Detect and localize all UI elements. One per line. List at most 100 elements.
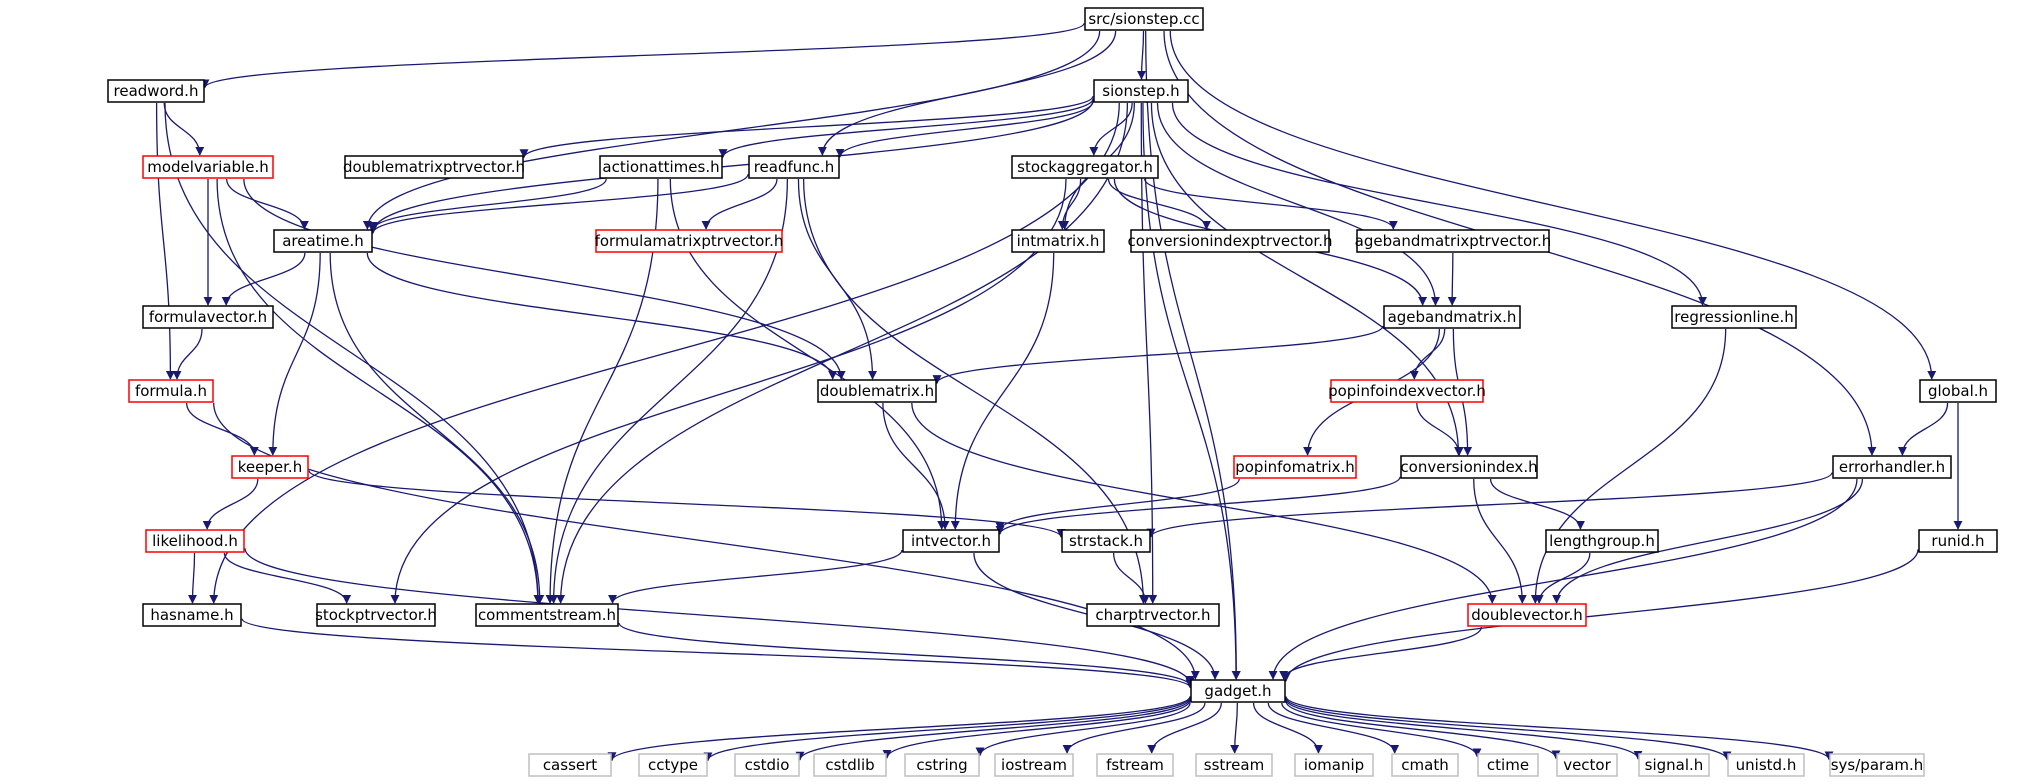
node-hasname[interactable]: hasname.h (142, 603, 242, 627)
edge-commentstream-to-gadget (618, 622, 1195, 687)
node-intmatrix[interactable]: intmatrix.h (1011, 229, 1105, 253)
edge-intmatrix-to-intvector (950, 252, 1055, 530)
edge-gadget-to-cstdio (795, 698, 1191, 761)
node-doublematrix[interactable]: doublematrix.h (817, 379, 937, 403)
node-box-popinfoindexvector (1330, 379, 1484, 403)
node-box-runid (1918, 529, 1998, 553)
node-popinfoindexvector[interactable]: popinfoindexvector.h (1328, 379, 1486, 403)
node-cstring: cstring (904, 753, 980, 777)
node-readfunc[interactable]: readfunc.h (748, 155, 840, 179)
node-commentstream[interactable]: commentstream.h (475, 603, 619, 627)
edge-stockaggregator-to-stockptrvector (390, 178, 1067, 604)
node-box-popinfomatrix (1233, 455, 1357, 479)
edge-readword-to-formula (155, 102, 175, 380)
edge-strstack-to-charptrvector (1112, 552, 1150, 604)
node-label-runid: runid.h (1931, 532, 1984, 550)
edge-root-to-gadget (1145, 30, 1241, 680)
node-label-sysparam: sys/param.h (1831, 756, 1924, 774)
edge-gadget-to-cassert (607, 696, 1191, 762)
node-label-commentstream: commentstream.h (478, 606, 616, 624)
node-label-ctime: ctime (1487, 756, 1529, 774)
node-label-sstream: sstream (1204, 756, 1264, 774)
edge-modelvariable-to-commentstream (216, 178, 543, 604)
node-likelihood[interactable]: likelihood.h (145, 529, 245, 553)
edge-sionstep-to-stockaggregator (1089, 102, 1133, 156)
node-formulavector[interactable]: formulavector.h (142, 305, 274, 329)
node-unistd: unistd.h (1727, 753, 1805, 777)
edge-gadget-to-sstream (1230, 702, 1240, 754)
node-keeper[interactable]: keeper.h (231, 455, 309, 479)
node-charptrvector[interactable]: charptrvector.h (1086, 603, 1220, 627)
node-label-root: src/sionstep.cc (1088, 10, 1199, 28)
node-box-strstack (1061, 529, 1151, 553)
node-agebandmatrix[interactable]: agebandmatrix.h (1383, 305, 1521, 329)
node-label-lengthgroup: lengthgroup.h (1549, 532, 1655, 550)
node-intvector[interactable]: intvector.h (902, 529, 1000, 553)
edge-readfunc-to-commentstream (549, 178, 789, 604)
node-conversionindex[interactable]: conversionindex.h (1400, 455, 1538, 479)
node-runid[interactable]: runid.h (1918, 529, 1998, 553)
node-sysparam: sys/param.h (1829, 753, 1925, 777)
node-box-stockaggregator (1011, 155, 1159, 179)
node-box-sysparam (1829, 753, 1925, 777)
node-readword[interactable]: readword.h (107, 79, 205, 103)
node-root[interactable]: src/sionstep.cc (1084, 7, 1204, 31)
node-label-actionattimes: actionattimes.h (602, 158, 719, 176)
node-label-likelihood: likelihood.h (152, 532, 238, 550)
node-global[interactable]: global.h (1919, 379, 1997, 403)
edge-regressionline-to-doublevector (1530, 328, 1727, 604)
node-vector: vector (1556, 753, 1618, 777)
edge-intvector-to-commentstream (608, 549, 903, 604)
node-label-readfunc: readfunc.h (754, 158, 835, 176)
node-box-iostream (994, 753, 1074, 777)
edge-actionattimes-to-areatime (368, 178, 607, 231)
edge-conversionindex-to-doublevector (1473, 478, 1527, 604)
edge-areatime-to-doublematrix (366, 252, 838, 380)
node-box-sionstep (1093, 79, 1189, 103)
edge-readfunc-to-fmpv (701, 178, 778, 230)
node-box-intvector (902, 529, 1000, 553)
node-cipv[interactable]: conversionindexptrvector.h (1128, 229, 1333, 253)
node-dmpv[interactable]: doublematrixptrvector.h (343, 155, 525, 179)
node-modelvariable[interactable]: modelvariable.h (142, 155, 274, 179)
node-box-keeper (231, 455, 309, 479)
node-label-unistd: unistd.h (1736, 756, 1797, 774)
node-gadget[interactable]: gadget.h (1190, 679, 1286, 703)
node-box-charptrvector (1086, 603, 1220, 627)
node-actionattimes[interactable]: actionattimes.h (599, 155, 723, 179)
node-areatime[interactable]: areatime.h (273, 229, 373, 253)
node-fstream: fstream (1096, 753, 1174, 777)
node-strstack[interactable]: strstack.h (1061, 529, 1151, 553)
node-lengthgroup[interactable]: lengthgroup.h (1545, 529, 1659, 553)
edge-conversionindex-to-intvector (995, 476, 1401, 535)
node-box-hasname (142, 603, 242, 627)
edge-gadget-to-cstdlib (882, 699, 1191, 759)
node-sionstep[interactable]: sionstep.h (1093, 79, 1189, 103)
node-signal: signal.h (1638, 753, 1710, 777)
node-cctype: cctype (638, 753, 708, 777)
node-label-sionstep: sionstep.h (1102, 82, 1179, 100)
node-abmpv[interactable]: agebandmatrixptrvector.h (1355, 229, 1552, 253)
node-fmpv[interactable]: formulamatrixptrvector.h (595, 229, 784, 253)
node-box-modelvariable (142, 155, 274, 179)
edge-doublematrix-to-intvector (882, 402, 950, 530)
edge-sionstep-to-readfunc (835, 101, 1094, 158)
node-popinfomatrix[interactable]: popinfomatrix.h (1233, 455, 1357, 479)
node-errorhandler[interactable]: errorhandler.h (1832, 455, 1952, 479)
node-regressionline[interactable]: regressionline.h (1671, 305, 1797, 329)
node-formula[interactable]: formula.h (128, 379, 214, 403)
node-box-cstring (904, 753, 980, 777)
edge-sionstep-to-charptrvector (1140, 102, 1158, 604)
node-label-fmpv: formulamatrixptrvector.h (595, 232, 784, 250)
edge-sionstep-to-regressionline (1171, 102, 1707, 306)
node-label-modelvariable: modelvariable.h (147, 158, 269, 176)
node-label-signal: signal.h (1645, 756, 1704, 774)
node-stockaggregator[interactable]: stockaggregator.h (1011, 155, 1159, 179)
node-stockptrvector[interactable]: stockptrvector.h (315, 603, 437, 627)
node-label-errorhandler: errorhandler.h (1839, 458, 1945, 476)
node-box-iomanip (1294, 753, 1374, 777)
node-box-commentstream (475, 603, 619, 627)
node-doublevector[interactable]: doublevector.h (1467, 603, 1587, 627)
edge-stockaggregator-to-abmpv (1144, 178, 1398, 230)
